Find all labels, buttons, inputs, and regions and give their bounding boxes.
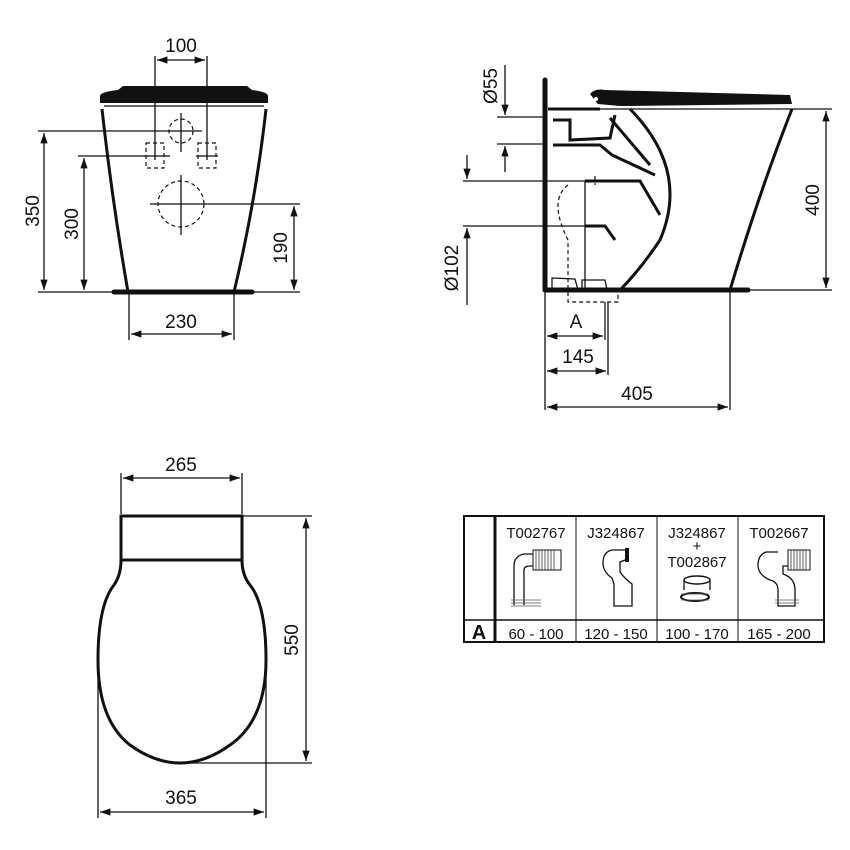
connector-range: 100 - 170 — [665, 626, 728, 643]
bowl-outer-front — [728, 108, 794, 291]
connector-range: 60 - 100 — [508, 626, 563, 643]
dim-length-550: 550 — [282, 624, 303, 656]
connector-code: J324867 — [668, 525, 726, 542]
dim-depth-145: 145 — [562, 347, 594, 368]
top-view: 265 550 365 — [96, 455, 312, 818]
dim-height-350: 350 — [23, 195, 44, 227]
cistern-outline — [119, 514, 244, 562]
table-row-label: A — [472, 622, 486, 644]
dim-top-width: 100 — [165, 36, 197, 57]
side-view: Ø55 Ø102 400 A 145 405 — [442, 65, 832, 411]
connector-code: T002767 — [506, 525, 565, 542]
dim-diameter-102: Ø102 — [442, 245, 463, 291]
front-view: 100 350 300 190 230 — [23, 36, 300, 340]
bowl-outline-top — [96, 559, 268, 765]
seat-lid-front — [100, 86, 268, 103]
offset-pan-connector-icon — [602, 548, 633, 607]
dim-cistern-width: 265 — [165, 455, 197, 476]
swept-bellows-connector-icon — [757, 549, 811, 607]
connector-code: T002667 — [749, 525, 808, 542]
bowl-left-edge — [100, 108, 130, 293]
dim-height-400: 400 — [803, 184, 824, 216]
elbow-bellows-connector-icon — [511, 549, 562, 607]
connector-code-2: T002867 — [667, 554, 726, 571]
dim-height-300: 300 — [62, 208, 83, 240]
dim-height-190: 190 — [271, 232, 292, 264]
connector-plus: + — [693, 538, 702, 555]
connector-code: J324867 — [587, 525, 645, 542]
connector-range: 120 - 150 — [584, 626, 647, 643]
seat-lid-side — [590, 89, 792, 106]
connector-range: 165 - 200 — [747, 626, 810, 643]
dim-diameter-55: Ø55 — [481, 68, 502, 104]
bowl-inner-curve — [618, 107, 672, 292]
dim-depth-405: 405 — [621, 384, 653, 405]
dim-label-a: A — [570, 312, 583, 333]
bowl-right-edge — [232, 108, 268, 293]
eccentric-ring-connector-icon — [680, 575, 711, 602]
dim-bowl-width: 365 — [165, 788, 197, 809]
connector-table: A T002767 60 - 100 J324867 120 - 150 J32… — [463, 515, 825, 644]
dim-base-width: 230 — [165, 312, 197, 333]
outlet-dashed — [557, 176, 619, 303]
